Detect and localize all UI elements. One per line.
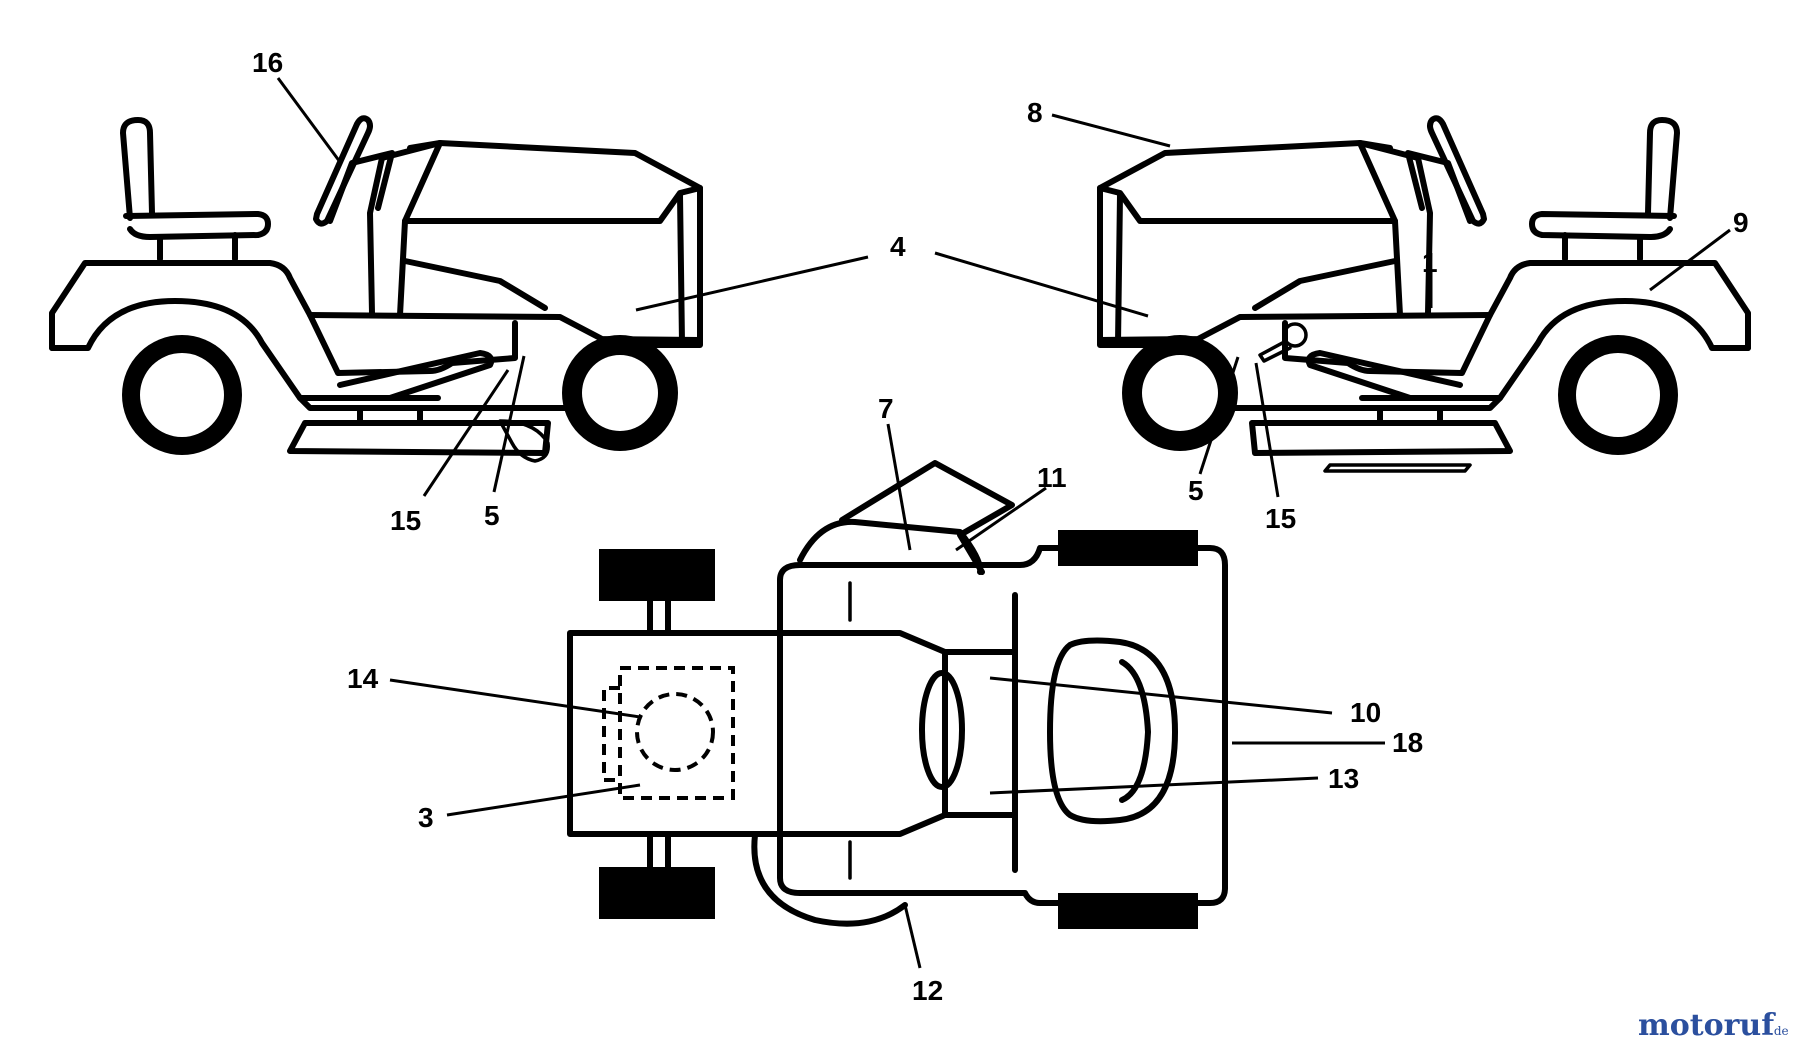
callout-1: 1 bbox=[1422, 247, 1438, 278]
rear-fender-inner bbox=[49, 298, 441, 401]
seat-support bbox=[1562, 232, 1643, 262]
hood-panel bbox=[402, 140, 703, 224]
callout-12: 12 bbox=[912, 975, 943, 1006]
rear-wheel-bottom bbox=[1058, 893, 1198, 929]
lift-lever-knob bbox=[1282, 322, 1308, 348]
callout-18: 18 bbox=[1392, 727, 1423, 758]
lift-lever bbox=[1258, 339, 1292, 363]
callout-5-left: 5 bbox=[484, 500, 500, 531]
deck-side bbox=[751, 832, 908, 927]
leader-16 bbox=[276, 77, 342, 163]
body-outline bbox=[777, 545, 1228, 906]
leader-5-left bbox=[492, 355, 526, 493]
callout-3: 3 bbox=[418, 802, 434, 833]
front-wheel-bottom bbox=[599, 867, 715, 919]
callout-13: 13 bbox=[1328, 763, 1359, 794]
side-panel bbox=[307, 258, 703, 343]
callout-9: 9 bbox=[1733, 207, 1749, 238]
hood-panel bbox=[1097, 140, 1398, 224]
steering-wheel bbox=[313, 115, 373, 227]
air-filter-outline bbox=[635, 692, 715, 772]
leader-9 bbox=[1649, 228, 1731, 292]
dash-panel bbox=[1392, 155, 1433, 318]
leader-lines bbox=[276, 77, 1731, 969]
callout-8: 8 bbox=[1027, 97, 1043, 128]
watermark-text: motoruf bbox=[1638, 1008, 1776, 1043]
deck-guard bbox=[1323, 463, 1472, 473]
leader-4-left bbox=[635, 255, 869, 312]
hood-dash bbox=[942, 592, 1018, 873]
deck-hangers bbox=[1377, 405, 1443, 426]
dash-panel bbox=[367, 155, 408, 318]
mower-deck bbox=[1249, 420, 1513, 456]
leader-14 bbox=[389, 678, 641, 719]
leader-12 bbox=[903, 904, 922, 969]
leader-3 bbox=[446, 783, 641, 817]
brake-pedal bbox=[337, 350, 495, 401]
rear-fender-inner bbox=[1359, 298, 1751, 401]
seat-back-top bbox=[1119, 659, 1151, 803]
leader-13 bbox=[989, 776, 1319, 795]
seat-base bbox=[1529, 211, 1677, 240]
leader-7 bbox=[886, 423, 912, 551]
callout-15-right: 15 bbox=[1265, 503, 1296, 534]
leader-4-right bbox=[934, 251, 1149, 318]
hood-grille-side bbox=[1115, 192, 1123, 346]
leader-8 bbox=[1051, 113, 1171, 148]
seat-base bbox=[123, 211, 271, 240]
seat-top bbox=[1047, 637, 1178, 825]
seat-support bbox=[157, 232, 238, 262]
top-view-tractor bbox=[567, 460, 1228, 929]
watermark-logo: motoruf .de bbox=[1638, 1008, 1789, 1043]
discharge-chute bbox=[839, 460, 1015, 575]
battery-tab bbox=[602, 686, 620, 782]
brake-pedal bbox=[1305, 350, 1463, 401]
callout-16: 16 bbox=[252, 47, 283, 78]
left-side-view-tractor bbox=[49, 115, 703, 463]
callout-4: 4 bbox=[890, 231, 906, 262]
callout-7: 7 bbox=[878, 393, 894, 424]
deck-hangers bbox=[357, 405, 423, 426]
callout-14: 14 bbox=[347, 663, 379, 694]
callout-10: 10 bbox=[1350, 697, 1381, 728]
leader-10 bbox=[989, 676, 1333, 715]
side-panel bbox=[1097, 258, 1493, 343]
seat-back bbox=[120, 117, 155, 221]
callouts: 16 8 4 9 1 7 11 15 5 5 15 14 10 18 13 3 … bbox=[252, 47, 1749, 1006]
front-axle-stubs bbox=[647, 598, 671, 870]
leader-15-left bbox=[422, 369, 510, 497]
leader-11 bbox=[955, 486, 1047, 552]
hood-top bbox=[567, 630, 948, 837]
right-side-view-tractor bbox=[1097, 115, 1751, 473]
deck-chute bbox=[498, 419, 550, 463]
hood-grille-side bbox=[677, 192, 685, 346]
callout-11: 11 bbox=[1037, 462, 1067, 493]
steering-wheel bbox=[1427, 115, 1487, 227]
leader-5-right bbox=[1198, 356, 1240, 475]
front-wheel-top bbox=[599, 549, 715, 601]
dash-oval bbox=[919, 670, 965, 790]
watermark-suffix: .de bbox=[1770, 1024, 1789, 1038]
battery-outline bbox=[618, 666, 735, 800]
seat-back bbox=[1645, 117, 1680, 221]
callout-5-right: 5 bbox=[1188, 475, 1204, 506]
leader-15-right bbox=[1254, 362, 1280, 498]
callout-15-left: 15 bbox=[390, 505, 421, 536]
